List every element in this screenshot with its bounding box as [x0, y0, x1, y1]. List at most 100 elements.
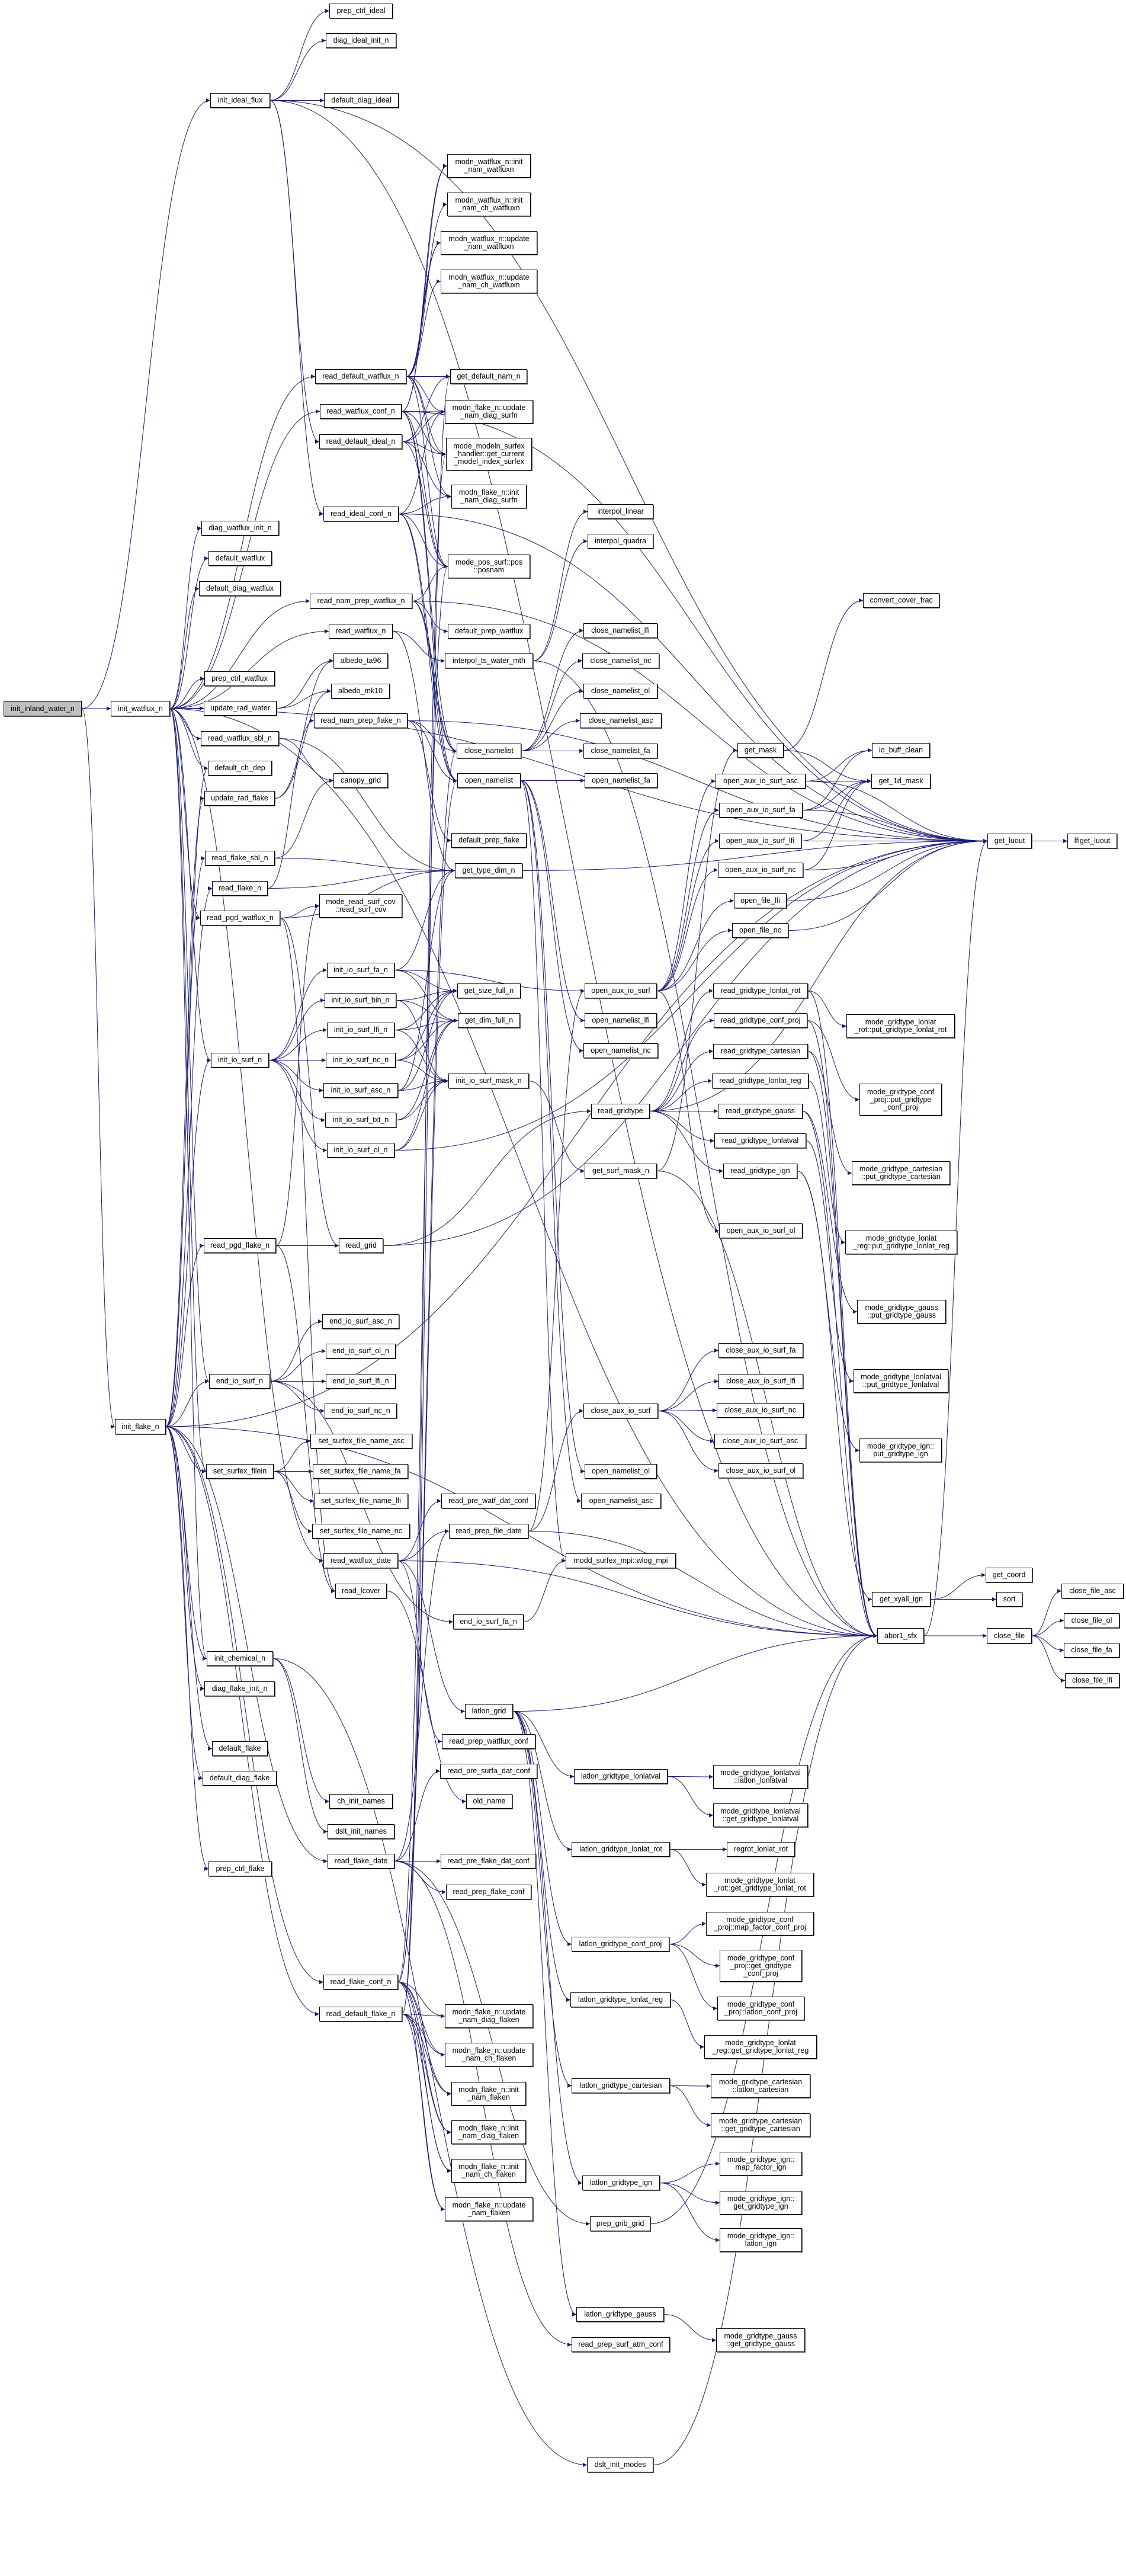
node-rg-lonlat-reg[interactable]: read_gridtype_lonlat_reg [712, 1074, 809, 1088]
node-read-pgd-watflux-n[interactable]: read_pgd_watflux_n [200, 911, 280, 925]
node-update-rad-flake[interactable]: update_rad_flake [204, 791, 275, 806]
node-init-io-surf-lfi-n[interactable]: init_io_surf_lfi_n [327, 1023, 394, 1037]
node-set-surfex-filein[interactable]: set_surfex_filein [206, 1464, 274, 1479]
node-put-conf-proj[interactable]: mode_gridtype_conf _proj::put_gridtype _… [859, 1084, 942, 1116]
node-prep-ctrl-flake[interactable]: prep_ctrl_flake [208, 1861, 272, 1876]
node-read-pre-flake-dat-conf[interactable]: read_pre_flake_dat_conf [441, 1854, 536, 1869]
node-end-io-surf-nc-n[interactable]: end_io_surf_nc_n [325, 1404, 397, 1418]
node-close-file-fa[interactable]: close_file_fa [1064, 1643, 1119, 1658]
node-ign-get[interactable]: mode_gridtype_ign:: get_gridtype_ign [720, 2191, 802, 2215]
node-wlog-mpi[interactable]: modd_surfex_mpi::wlog_mpi [566, 1553, 676, 1568]
node-read-default-ideal-n[interactable]: read_default_ideal_n [319, 434, 402, 449]
node-sfn-nc[interactable]: set_surfex_file_name_nc [312, 1524, 410, 1539]
node-read-watflux-n[interactable]: read_watflux_n [329, 624, 393, 639]
node-diag-watflux-init-n[interactable]: diag_watflux_init_n [201, 521, 279, 536]
node-open-namelist-fa[interactable]: open_namelist_fa [585, 773, 657, 788]
node-default-prep-watflux[interactable]: default_prep_watflux [448, 624, 530, 639]
node-rg-cartesian[interactable]: read_gridtype_cartesian [713, 1044, 808, 1059]
node-get-type-dim-n[interactable]: get_type_dim_n [455, 863, 522, 878]
node-init-io-surf-ol-n[interactable]: init_io_surf_ol_n [327, 1143, 394, 1158]
node-regrot-lonlat-rot[interactable]: regrot_lonlat_rot [727, 1842, 795, 1857]
node-read-pre-surfa-dat-conf[interactable]: read_pre_surfa_dat_conf [440, 1764, 537, 1779]
node-get-default-nam-n[interactable]: get_default_nam_n [450, 369, 527, 384]
node-close-file-asc[interactable]: close_file_asc [1061, 1584, 1124, 1598]
node-diag-ideal-init-n[interactable]: diag_ideal_init_n [326, 33, 396, 48]
node-init-flake-n[interactable]: init_flake_n [115, 1419, 166, 1434]
node-mf-init-ch-flaken[interactable]: modn_flake_n::init _nam_ch_flaken [451, 2159, 526, 2183]
node-read-default-flake-n[interactable]: read_default_flake_n [319, 2007, 402, 2021]
node-read-lcover[interactable]: read_lcover [335, 1584, 387, 1598]
node-read-flake-date[interactable]: read_flake_date [328, 1854, 394, 1869]
node-init-io-surf-n[interactable]: init_io_surf_n [211, 1053, 269, 1068]
node-lfiget-luout[interactable]: lfiget_luout [1067, 834, 1117, 848]
node-init-watflux-n[interactable]: init_watflux_n [111, 701, 170, 716]
node-mw-upd[interactable]: modn_watflux_n::update _nam_watfluxn [441, 231, 537, 255]
node-end-io-surf-lfi-n[interactable]: end_io_surf_lfi_n [326, 1374, 396, 1389]
node-open-namelist-ol[interactable]: open_namelist_ol [585, 1464, 657, 1479]
node-close-aux-io-surf-ol[interactable]: close_aux_io_surf_ol [718, 1463, 803, 1478]
node-close-aux-io-surf-asc[interactable]: close_aux_io_surf_asc [714, 1434, 806, 1449]
node-close-namelist[interactable]: close_namelist [457, 744, 521, 758]
node-read-surf-cov[interactable]: mode_read_surf_cov ::read_surf_cov [319, 894, 402, 918]
node-open-namelist-asc[interactable]: open_namelist_asc [581, 1494, 661, 1508]
node-end-io-surf-n[interactable]: end_io_surf_n [209, 1374, 270, 1389]
node-cart-get[interactable]: mode_gridtype_cartesian ::get_gridtype_c… [711, 2113, 810, 2137]
node-close-file-lfi[interactable]: close_file_lfi [1065, 1673, 1119, 1688]
node-init-io-surf-fa-n[interactable]: init_io_surf_fa_n [327, 963, 394, 978]
node-ign-map[interactable]: mode_gridtype_ign:: map_factor_ign [720, 2152, 802, 2175]
node-latlon-grid[interactable]: latlon_grid [465, 1704, 513, 1719]
node-sfn-fa[interactable]: set_surfex_file_name_fa [313, 1464, 408, 1479]
node-cp-latlon[interactable]: mode_gridtype_conf _proj::latlon_conf_pr… [717, 1997, 804, 2020]
node-interpol-ts-water-mth[interactable]: interpol_ts_water_mth [445, 653, 533, 668]
node-llv-get[interactable]: mode_gridtype_lonlatval ::get_gridtype_l… [713, 1803, 808, 1827]
node-lg-lonlatval[interactable]: latlon_gridtype_lonlatval [574, 1769, 668, 1784]
node-default-flake[interactable]: default_flake [212, 1741, 268, 1756]
node-read-prep-surf-atm-conf[interactable]: read_prep_surf_atm_conf [572, 2337, 670, 2352]
node-put-lonlat-reg[interactable]: mode_gridtype_lonlat _reg::put_gridtype_… [845, 1231, 957, 1254]
node-dslt-init-names[interactable]: dslt_init_names [328, 1824, 394, 1839]
node-end-io-surf-asc-n[interactable]: end_io_surf_asc_n [322, 1314, 399, 1329]
node-lg-lonlat-rot[interactable]: latlon_gridtype_lonlat_rot [572, 1842, 670, 1857]
node-open-namelist-nc[interactable]: open_namelist_nc [583, 1043, 658, 1058]
node-old-name[interactable]: old_name [466, 1794, 512, 1809]
node-open-aux-io-surf[interactable]: open_aux_io_surf [585, 983, 657, 998]
node-sfn-asc[interactable]: set_surfex_file_name_asc [310, 1434, 412, 1449]
node-albedo-mk10[interactable]: albedo_mk10 [331, 684, 390, 699]
node-close-aux-io-surf-lfi[interactable]: close_aux_io_surf_lfi [718, 1374, 803, 1389]
node-prep-ctrl-watflux[interactable]: prep_ctrl_watflux [204, 671, 275, 686]
node-mf-upd-diag-surf[interactable]: modn_flake_n::update _nam_diag_surfn [445, 400, 533, 424]
node-read-pgd-flake-n[interactable]: read_pgd_flake_n [204, 1238, 276, 1253]
node-put-cartesian[interactable]: mode_gridtype_cartesian ::put_gridtype_c… [852, 1161, 950, 1185]
node-init-ideal-flux[interactable]: init_ideal_flux [210, 93, 270, 108]
node-gauss-get[interactable]: mode_gridtype_gauss ::get_gridtype_gauss [716, 2328, 805, 2352]
node-read-pre-watf-dat-conf[interactable]: read_pre_watf_dat_conf [441, 1494, 535, 1508]
node-rot-get[interactable]: mode_gridtype_lonlat _rot::get_gridtype_… [706, 1873, 814, 1896]
node-init-chemical-n[interactable]: init_chemical_n [207, 1651, 273, 1666]
node-close-namelist-fa[interactable]: close_namelist_fa [583, 744, 657, 758]
node-interpol-quadra[interactable]: interpol_quadra [588, 534, 653, 549]
node-dslt-init-modes[interactable]: dslt_init_modes [587, 2458, 653, 2472]
node-get-dim-full-n[interactable]: get_dim_full_n [458, 1013, 520, 1028]
node-read-flake-n[interactable]: read_flake_n [212, 881, 268, 896]
node-mf-upd-ch-flaken[interactable]: modn_flake_n::update _nam_ch_flaken [445, 2043, 533, 2066]
node-mf-upd-flaken[interactable]: modn_flake_n::update _nam_flaken [445, 2197, 533, 2221]
node-get-xyall-ign[interactable]: get_xyall_ign [872, 1592, 931, 1607]
node-mf-init-diag-surf[interactable]: modn_flake_n::init _nam_diag_surfn [451, 485, 527, 508]
node-open-aux-io-surf-fa[interactable]: open_aux_io_surf_fa [719, 803, 803, 818]
node-default-diag-flake[interactable]: default_diag_flake [203, 1771, 277, 1786]
node-lg-lonlat-reg[interactable]: latlon_gridtype_lonlat_reg [570, 1992, 671, 2007]
node-init-io-surf-asc-n[interactable]: init_io_surf_asc_n [323, 1083, 398, 1098]
node-read-watflux-conf-n[interactable]: read_watflux_conf_n [320, 404, 402, 419]
node-open-aux-io-surf-lfi[interactable]: open_aux_io_surf_lfi [719, 834, 801, 848]
node-end-io-surf-ol-n[interactable]: end_io_surf_ol_n [326, 1344, 396, 1359]
node-mf-init-flaken[interactable]: modn_flake_n::init _nam_flaken [451, 2082, 526, 2106]
node-get-size-full-n[interactable]: get_size_full_n [457, 983, 521, 998]
node-sfn-lfi[interactable]: set_surfex_file_name_lfi [314, 1494, 408, 1508]
node-get-coord[interactable]: get_coord [986, 1568, 1032, 1582]
node-put-lonlat-rot[interactable]: mode_gridtype_lonlat _rot::put_gridtype_… [846, 1014, 955, 1038]
node-io-buff-clean[interactable]: io_buff_clean [872, 743, 930, 758]
node-open-aux-io-surf-nc[interactable]: open_aux_io_surf_nc [718, 863, 803, 877]
node-put-gauss[interactable]: mode_gridtype_gauss ::put_gridtype_gauss [857, 1300, 946, 1324]
node-mw-init[interactable]: modn_watflux_n::init _nam_watfluxn [447, 154, 531, 178]
node-init-io-surf-nc-n[interactable]: init_io_surf_nc_n [326, 1053, 396, 1068]
